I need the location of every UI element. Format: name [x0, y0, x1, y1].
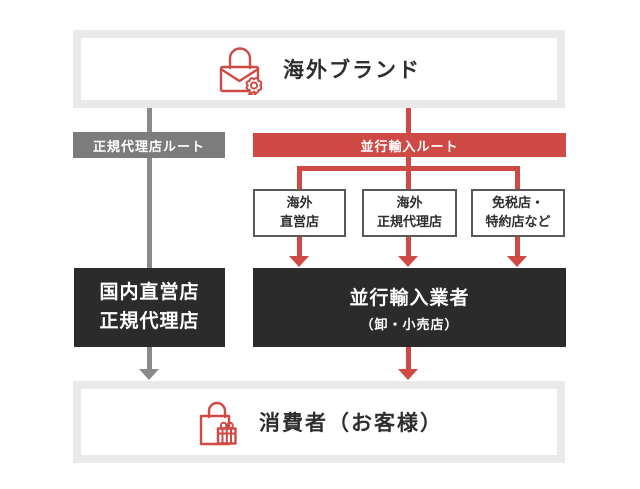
arrow-shaft — [147, 347, 152, 369]
parallel-importer-box: 並行輸入業者 （卸・小売店） — [253, 268, 566, 347]
source-box-line: 特約店など — [485, 214, 551, 229]
overseas-brand-label: 海外ブランド — [283, 59, 421, 82]
official-route-line — [147, 108, 152, 268]
arrow-down-icon — [398, 256, 418, 267]
consumer-label: 消費者（お客様） — [259, 412, 443, 435]
source-box-line: 海外 — [286, 195, 313, 211]
branch-stem-line — [406, 157, 411, 168]
parallel-importer-title: 並行輸入業者 — [349, 287, 470, 309]
parallel-importer-subtitle: （卸・小売店） — [360, 316, 459, 332]
source-box-line: 免税店・ — [491, 195, 544, 211]
duty-free-store-box: 免税店・ 特約店など — [471, 189, 565, 237]
arrow-down-icon — [289, 256, 309, 267]
branch-middle-line — [406, 166, 411, 189]
brand-seal-icon — [217, 43, 263, 95]
domestic-store-line: 国内直営店 — [99, 282, 200, 303]
branch-left-line — [297, 166, 302, 189]
official-route-label: 正規代理店ルート — [73, 132, 225, 158]
domestic-store-box: 国内直営店 正規代理店 — [74, 268, 225, 347]
parallel-route-line-top — [406, 108, 411, 133]
arrow-shaft — [297, 237, 302, 256]
arrow-down-icon — [398, 369, 418, 380]
overseas-brand-box: 海外ブランド — [73, 30, 565, 108]
arrow-shaft — [515, 237, 520, 256]
source-box-line: 海外 — [396, 195, 423, 211]
source-box-line: 直営店 — [279, 214, 319, 229]
source-box-line: 正規代理店 — [376, 214, 442, 229]
arrow-shaft — [406, 347, 411, 369]
arrow-shaft — [406, 237, 411, 256]
overseas-direct-store-box: 海外 直営店 — [253, 189, 346, 237]
overseas-authorized-dealer-box: 海外 正規代理店 — [362, 189, 457, 237]
shopping-bag-gift-icon — [195, 397, 239, 447]
arrow-down-icon — [139, 369, 159, 380]
consumer-box: 消費者（お客様） — [73, 381, 565, 463]
branch-right-line — [515, 166, 520, 189]
parallel-route-label: 並行輸入ルート — [253, 133, 566, 157]
arrow-down-icon — [507, 256, 527, 267]
domestic-store-line: 正規代理店 — [99, 310, 200, 332]
